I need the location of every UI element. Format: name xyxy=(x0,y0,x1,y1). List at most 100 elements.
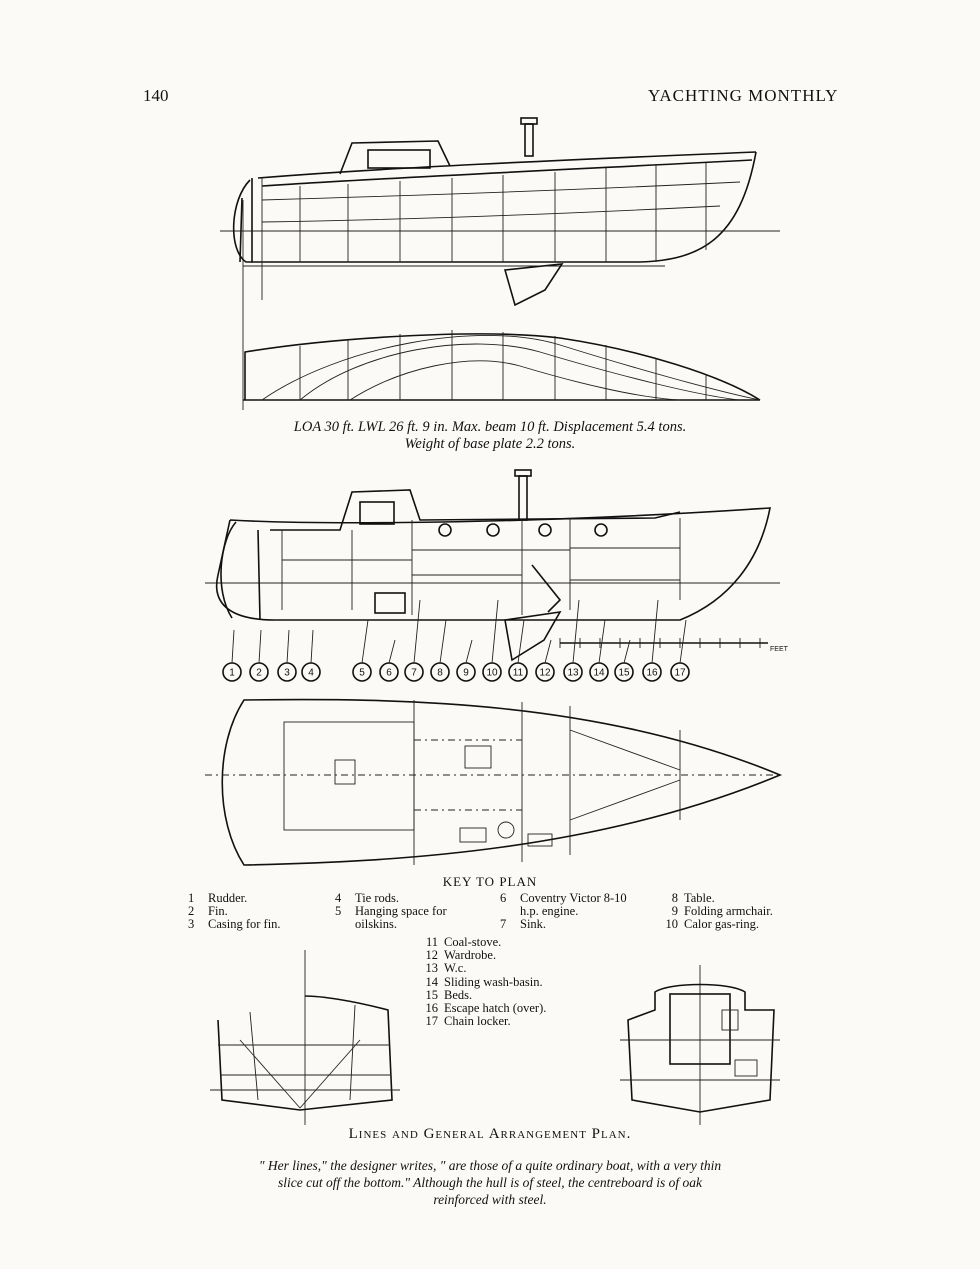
key-item-number: 11 xyxy=(425,935,438,949)
key-item-number: 2 xyxy=(188,904,195,919)
callout-label: 9 xyxy=(463,668,469,679)
key-item-text: Chain locker. xyxy=(444,1014,511,1029)
half-breadth-view xyxy=(243,330,761,401)
plan-title: Lines and General Arrangement Plan. xyxy=(348,1126,632,1142)
key-item: 16 Escape hatch (over). xyxy=(420,1001,547,1016)
callout-leader xyxy=(544,639,552,664)
callout-label: 6 xyxy=(386,668,392,679)
key-item-text: Sink. xyxy=(520,917,547,932)
key-item-text: Wardrobe. xyxy=(444,948,497,963)
callout-label: 14 xyxy=(593,668,605,679)
callout-label: 3 xyxy=(284,668,290,679)
key-item-text: Folding armchair. xyxy=(684,904,773,919)
key-item: 8 Table. xyxy=(660,891,773,905)
key-item-text: Tie rods. xyxy=(355,891,399,905)
callout-label: 12 xyxy=(539,668,551,679)
key-item-text: Beds. xyxy=(444,987,473,1002)
key-item: 15 Beds. xyxy=(420,987,546,1002)
callout-label: 8 xyxy=(437,668,443,679)
key-item-text: Casing for fin. xyxy=(208,917,281,932)
deck-plan-view xyxy=(205,698,783,866)
callout-label: 2 xyxy=(256,668,262,679)
key-item-number: 15 xyxy=(425,987,439,1002)
key-item-text: Coventry Victor 8-10 xyxy=(520,891,627,905)
key-item-number: 13 xyxy=(425,961,439,976)
callout-leader xyxy=(572,599,580,664)
callout-leader xyxy=(651,599,659,664)
key-item: 13 W.c. xyxy=(420,962,546,975)
callout-label: 17 xyxy=(674,668,686,679)
quote-line3: reinforced with steel. xyxy=(433,1192,547,1207)
key-item-text: W.c. xyxy=(444,961,467,976)
key-item: 12 Wardrobe. xyxy=(420,949,546,962)
scale-bar xyxy=(559,638,768,648)
quote-line2: slice cut off the bottom." Although the … xyxy=(278,1175,702,1190)
lines-caption-line2: Weight of base plate 2.2 tons. xyxy=(404,436,576,452)
key-item-number: 4 xyxy=(335,891,342,905)
key-item-text: Escape hatch (over). xyxy=(444,1001,547,1016)
key-item: 14 Sliding wash-basin. xyxy=(420,974,546,989)
callout-label: 10 xyxy=(486,668,498,679)
key-item-number xyxy=(335,918,355,931)
callout-leader xyxy=(231,629,235,664)
key-item: 11 Coal-stove. xyxy=(420,935,546,949)
midship-section-left xyxy=(210,950,400,1125)
designer-quote: " Her lines," the designer writes, " are… xyxy=(200,1157,780,1208)
callout-label: 7 xyxy=(411,668,417,679)
key-column-5: 11 Coal-stove. 12 Wardrobe. 13 W.c. 14 Sliding … xyxy=(420,935,547,1028)
key-item-text: Calor gas-ring. xyxy=(684,917,759,932)
callout-label: 15 xyxy=(618,668,630,679)
callout-label: 5 xyxy=(359,668,365,679)
key-item-number: 6 xyxy=(500,891,507,905)
callout-label: 1 xyxy=(229,668,235,679)
key-item-text: Sliding wash-basin. xyxy=(444,974,543,989)
key-item-text: Rudder. xyxy=(208,891,248,905)
key-item: h.p. engine. xyxy=(500,905,627,918)
key-item-number: 1 xyxy=(188,891,195,905)
key-item-text: Table. xyxy=(684,891,715,905)
key-item-number: 8 xyxy=(671,891,678,905)
callout-label: 4 xyxy=(308,668,314,679)
arrangement-profile-view xyxy=(205,469,780,662)
key-item-number: 10 xyxy=(665,917,679,932)
callout-leader xyxy=(598,619,606,664)
callout-leader xyxy=(439,619,447,664)
callout-label: 16 xyxy=(646,668,658,679)
key-item-number: 12 xyxy=(425,948,439,963)
callout-label: 13 xyxy=(567,668,579,679)
callout-leader xyxy=(361,619,369,664)
callout-leader xyxy=(517,619,525,664)
key-item: 2 Fin. xyxy=(188,905,281,918)
key-item-text: oilskins. xyxy=(355,917,398,932)
callout-leader xyxy=(413,599,421,664)
key-item-number: 7 xyxy=(500,917,507,932)
key-item: 6 Coventry Victor 8-10 xyxy=(500,891,627,905)
callout-leader xyxy=(623,639,631,664)
key-item-number: 5 xyxy=(335,904,342,919)
key-item-number: 14 xyxy=(425,974,439,989)
callout-leader xyxy=(258,629,262,664)
callout-label: 11 xyxy=(513,668,524,679)
key-item: 7 Sink. xyxy=(500,918,627,931)
key-item-text: Coal-stove. xyxy=(444,935,502,949)
key-item: 4 Tie rods. xyxy=(335,891,447,905)
lines-caption: LOA 30 ft. LWL 26 ft. 9 in. Max. beam 10… xyxy=(0,419,980,453)
key-item: 10 Calor gas-ring. xyxy=(660,918,773,931)
key-item-text: Fin. xyxy=(208,904,228,919)
page-number: 140 xyxy=(143,86,169,105)
key-item-number: 16 xyxy=(425,1001,439,1016)
callout-leader xyxy=(679,619,687,664)
key-item-text: h.p. engine. xyxy=(520,904,579,919)
key-item: oilskins. xyxy=(335,918,447,931)
running-title: YACHTING MONTHLY xyxy=(648,86,839,105)
midship-section-right xyxy=(620,965,780,1125)
lines-caption-line1: LOA 30 ft. LWL 26 ft. 9 in. Max. beam 10… xyxy=(293,419,687,435)
